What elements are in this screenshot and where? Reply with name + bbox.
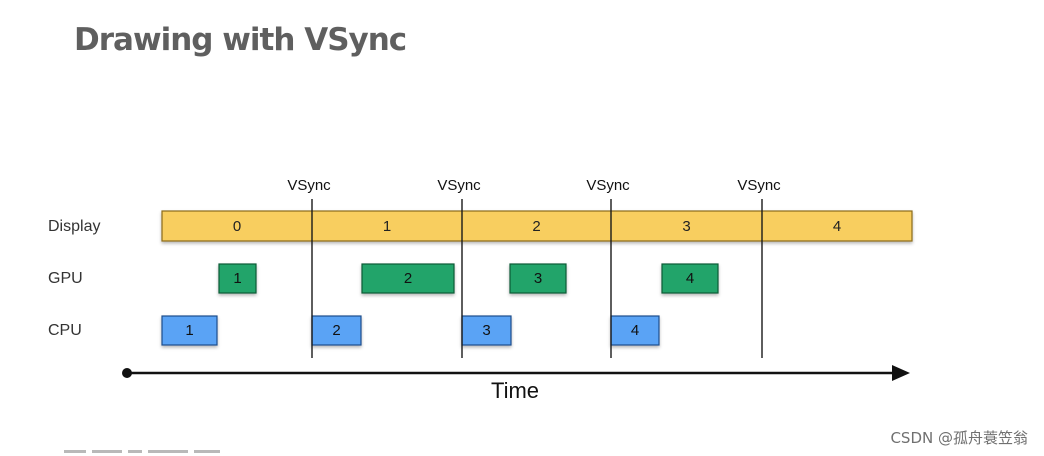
cpu-block-label-4: 4 xyxy=(631,322,639,339)
cropped-text-fragment xyxy=(64,450,254,456)
display-frame-label-3: 3 xyxy=(682,218,690,235)
vsync-label-3: VSync xyxy=(586,177,630,194)
time-axis-arrowhead xyxy=(892,365,910,381)
time-axis: Time xyxy=(122,365,910,403)
vsync-markers: VSync VSync VSync VSync xyxy=(287,177,781,358)
row-label-gpu: GPU xyxy=(48,270,83,287)
gpu-block-label-3: 3 xyxy=(534,270,542,287)
gpu-block-label-1: 1 xyxy=(233,270,241,287)
cpu-track: 1 2 3 4 xyxy=(161,315,660,346)
row-label-cpu: CPU xyxy=(48,322,82,339)
cpu-block-label-1: 1 xyxy=(185,322,193,339)
gpu-block-3 xyxy=(509,263,567,294)
gpu-block-4 xyxy=(661,263,719,294)
gpu-block-2 xyxy=(361,263,455,294)
cpu-block-label-3: 3 xyxy=(482,322,490,339)
gpu-block-1 xyxy=(218,263,257,294)
page-title: Drawing with VSync xyxy=(74,22,407,58)
csdn-watermark: CSDN @孤舟蓑笠翁 xyxy=(890,429,1028,447)
display-frame-label-4: 4 xyxy=(833,218,841,235)
display-track: 0 1 2 3 4 xyxy=(161,210,913,242)
cpu-block-1 xyxy=(161,315,218,346)
vsync-label-4: VSync xyxy=(737,177,781,194)
cpu-block-2 xyxy=(311,315,362,346)
display-frame-label-0: 0 xyxy=(233,218,241,235)
vsync-label-2: VSync xyxy=(437,177,481,194)
cpu-block-label-2: 2 xyxy=(332,322,340,339)
gpu-track: 1 2 3 4 xyxy=(218,263,719,294)
display-frame-label-2: 2 xyxy=(532,218,540,235)
time-axis-label: Time xyxy=(491,378,539,403)
row-label-display: Display xyxy=(48,218,100,235)
gpu-block-label-2: 2 xyxy=(404,270,412,287)
display-frame-label-1: 1 xyxy=(383,218,391,235)
display-bar xyxy=(161,210,913,242)
gpu-block-label-4: 4 xyxy=(686,270,694,287)
vsync-label-1: VSync xyxy=(287,177,331,194)
